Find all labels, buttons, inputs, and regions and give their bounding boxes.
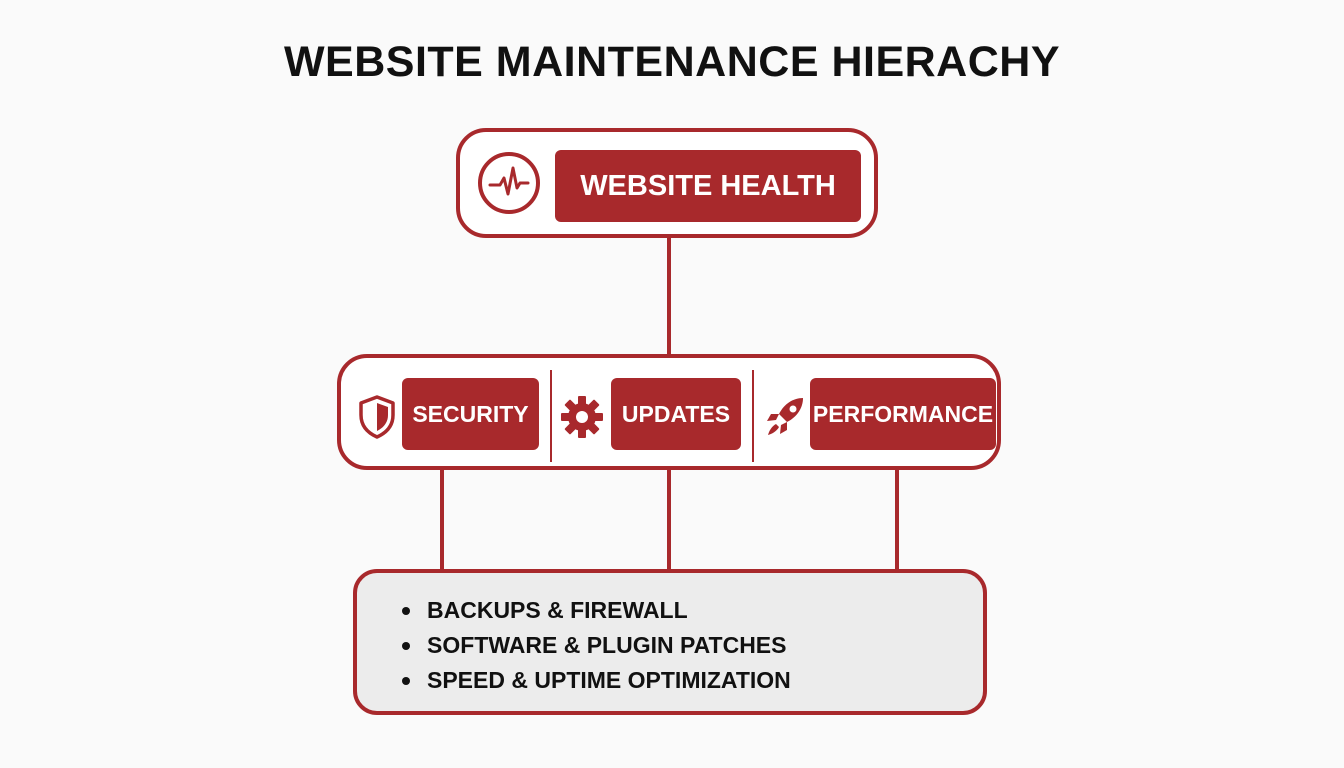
category-divider	[752, 370, 754, 462]
category-security: SECURITY	[402, 378, 539, 450]
root-node: WEBSITE HEALTH	[456, 128, 878, 238]
rocket-icon	[767, 398, 803, 435]
task-item: BACKUPS & FIREWALL	[397, 593, 791, 628]
shield-icon	[359, 395, 395, 439]
connector-updates-to-tasks	[667, 470, 671, 569]
connector-root-to-categories	[667, 238, 671, 354]
tasks-node: BACKUPS & FIREWALL SOFTWARE & PLUGIN PAT…	[353, 569, 987, 715]
task-list: BACKUPS & FIREWALL SOFTWARE & PLUGIN PAT…	[397, 593, 791, 698]
heartbeat-icon	[478, 152, 540, 214]
gear-icon	[561, 396, 603, 438]
category-updates: UPDATES	[611, 378, 741, 450]
root-label: WEBSITE HEALTH	[555, 150, 861, 222]
category-performance: PERFORMANCE	[810, 378, 996, 450]
task-item: SOFTWARE & PLUGIN PATCHES	[397, 628, 791, 663]
connector-performance-to-tasks	[895, 470, 899, 569]
categories-node: SECURITY UPDATES PERFORMANCE	[337, 354, 1001, 470]
category-divider	[550, 370, 552, 462]
diagram-title: WEBSITE MAINTENANCE HIERACHY	[283, 38, 1061, 86]
connector-security-to-tasks	[440, 470, 444, 569]
task-item: SPEED & UPTIME OPTIMIZATION	[397, 663, 791, 698]
